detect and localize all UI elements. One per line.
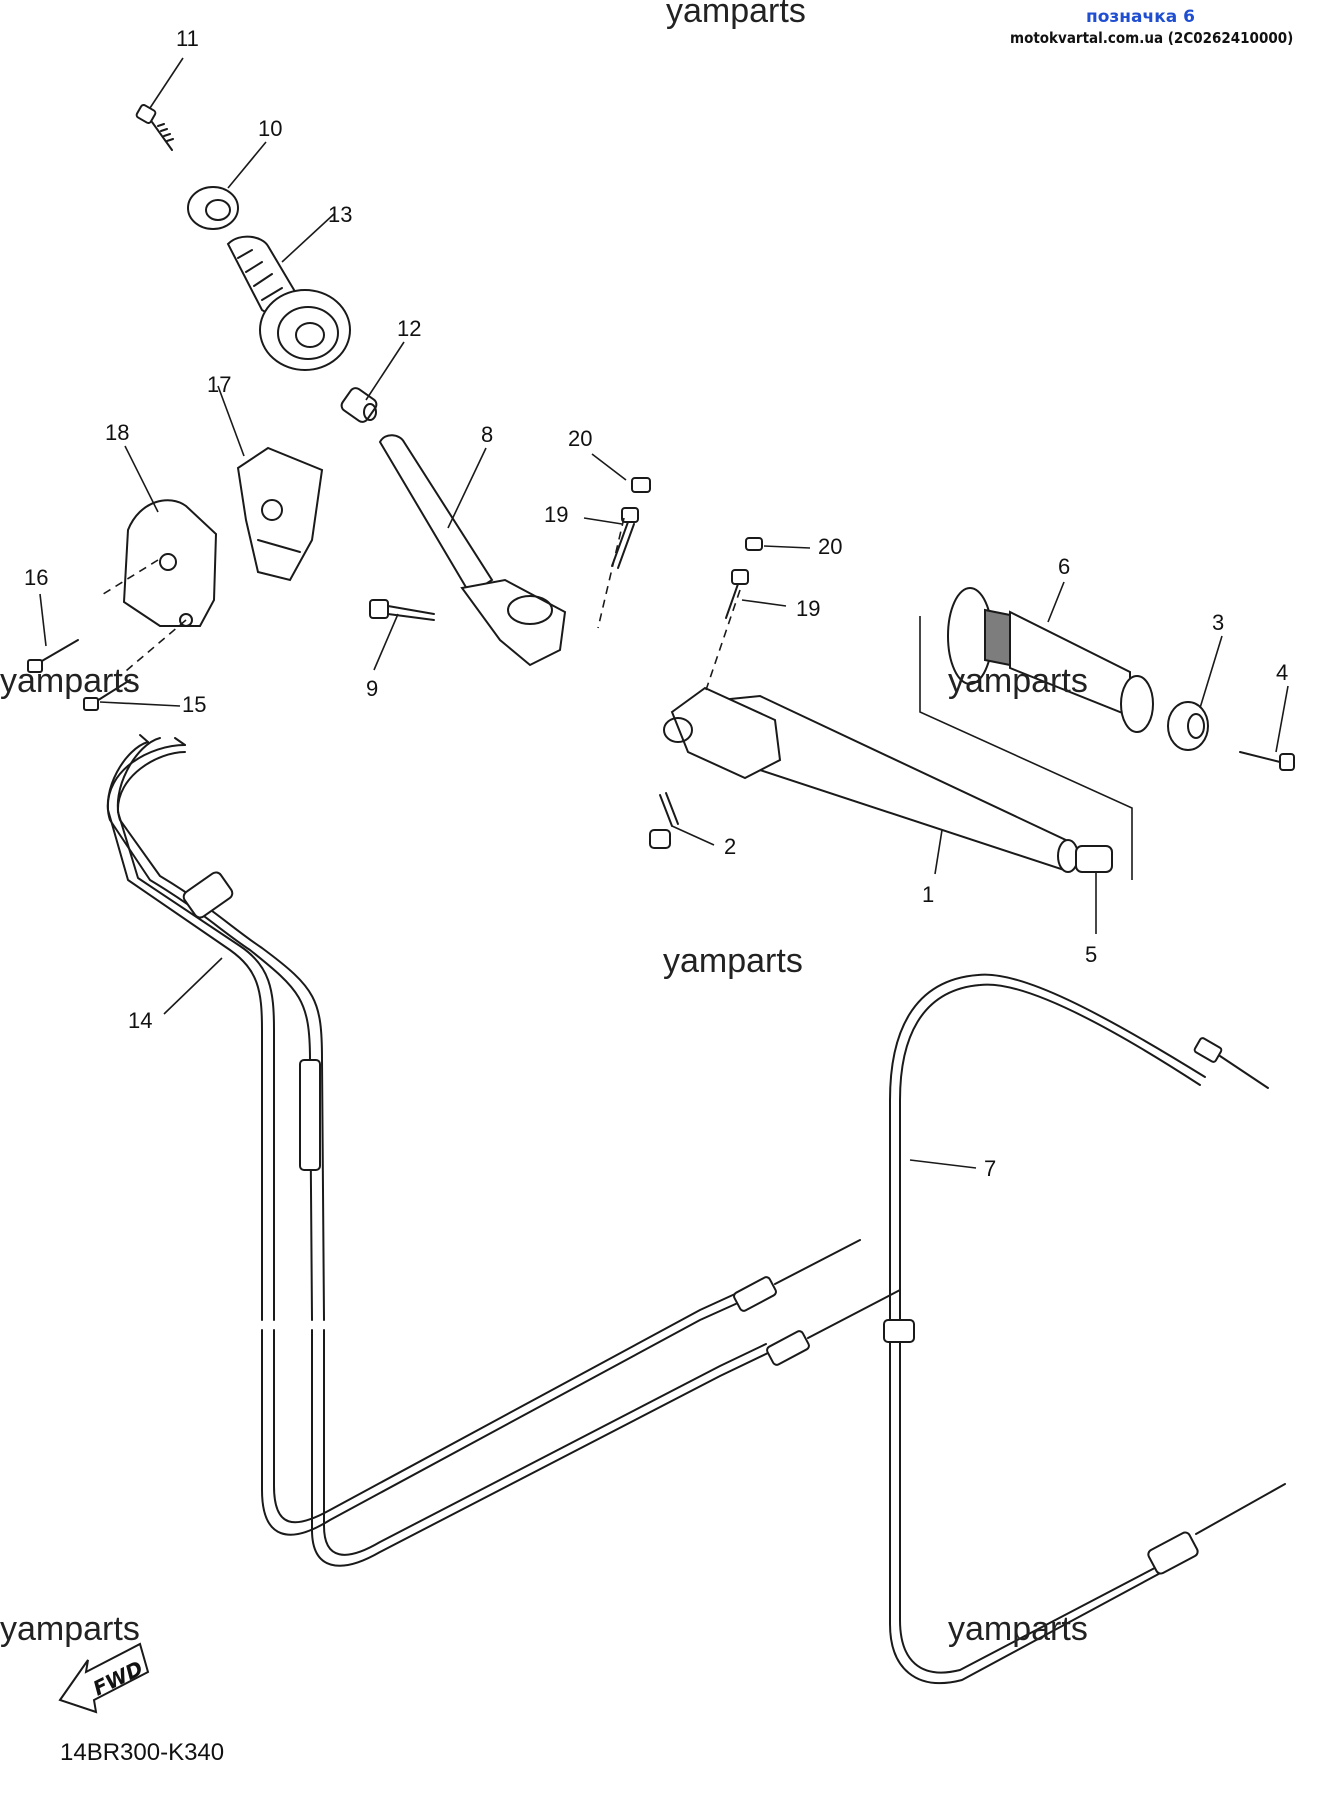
bolt-11 — [135, 104, 174, 151]
callout-labels: 11 10 13 12 17 18 8 20 19 16 15 9 20 19 … — [24, 26, 1288, 1181]
watermark-top: yamparts — [666, 0, 806, 30]
callout-18: 18 — [105, 420, 129, 445]
callout-20a: 20 — [568, 426, 592, 451]
screw-15 — [83, 679, 131, 711]
callout-6: 6 — [1058, 554, 1070, 579]
screw-4 — [1239, 751, 1295, 771]
callout-17: 17 — [207, 372, 231, 397]
nut-20-a — [631, 477, 651, 493]
stamp-line-2: motokvartal.com.ua (2C0262410000) — [1010, 29, 1293, 47]
callout-12: 12 — [397, 316, 421, 341]
cable-ends-14 — [733, 1239, 901, 1366]
callout-9: 9 — [366, 676, 378, 701]
weight-3 — [1167, 701, 1209, 751]
callout-20b: 20 — [818, 534, 842, 559]
callout-19a: 19 — [544, 502, 568, 527]
nut-20-b — [745, 537, 763, 551]
fwd-arrow-icon: FWD — [58, 1642, 150, 1714]
grip-13 — [226, 235, 351, 371]
callout-5: 5 — [1085, 942, 1097, 967]
callout-3: 3 — [1212, 610, 1224, 635]
watermark-bottom-left: yamparts — [0, 1610, 140, 1648]
watermarks: yamparts yamparts yamparts yamparts yamp… — [0, 0, 1088, 1648]
bolt-2 — [649, 792, 679, 849]
frame-box — [919, 616, 1133, 880]
callout-4: 4 — [1276, 660, 1288, 685]
callout-2: 2 — [724, 834, 736, 859]
watermark-right: yamparts — [948, 662, 1088, 700]
housing-17 — [236, 446, 324, 582]
grip-end-10 — [187, 186, 239, 230]
watermark-bottom-right: yamparts — [948, 1610, 1088, 1648]
callout-15: 15 — [182, 692, 206, 717]
callout-14: 14 — [128, 1008, 152, 1033]
bolt-19-b — [725, 569, 749, 619]
watermark-left: yamparts — [0, 662, 140, 700]
clutch-cable-7 — [883, 973, 1286, 1685]
throttle-cables-14 — [106, 734, 771, 1567]
callout-19b: 19 — [796, 596, 820, 621]
callout-13: 13 — [328, 202, 352, 227]
diagram-code: 14BR300-K340 — [60, 1739, 224, 1766]
callout-7: 7 — [984, 1156, 996, 1181]
stamp-line-1: позначка 6 — [1086, 7, 1195, 27]
handlebar-1 — [663, 686, 1079, 873]
collar-12 — [340, 387, 378, 423]
watermark-mid: yamparts — [663, 942, 803, 980]
callout-8: 8 — [481, 422, 493, 447]
callout-10: 10 — [258, 116, 282, 141]
collar-5 — [1075, 845, 1113, 873]
source-stamp: позначка 6 motokvartal.com.ua (2C0262410… — [1010, 7, 1293, 47]
callout-16: 16 — [24, 565, 48, 590]
screw-16 — [27, 639, 79, 673]
callout-11: 11 — [176, 26, 199, 51]
leader-lines — [39, 57, 1289, 1169]
callout-1: 1 — [922, 882, 934, 907]
housing-18 — [122, 499, 218, 627]
screw-9 — [369, 599, 435, 621]
throttle-tube-8 — [378, 434, 567, 667]
bolt-19-a — [611, 507, 639, 569]
grip-6 — [947, 587, 1154, 733]
